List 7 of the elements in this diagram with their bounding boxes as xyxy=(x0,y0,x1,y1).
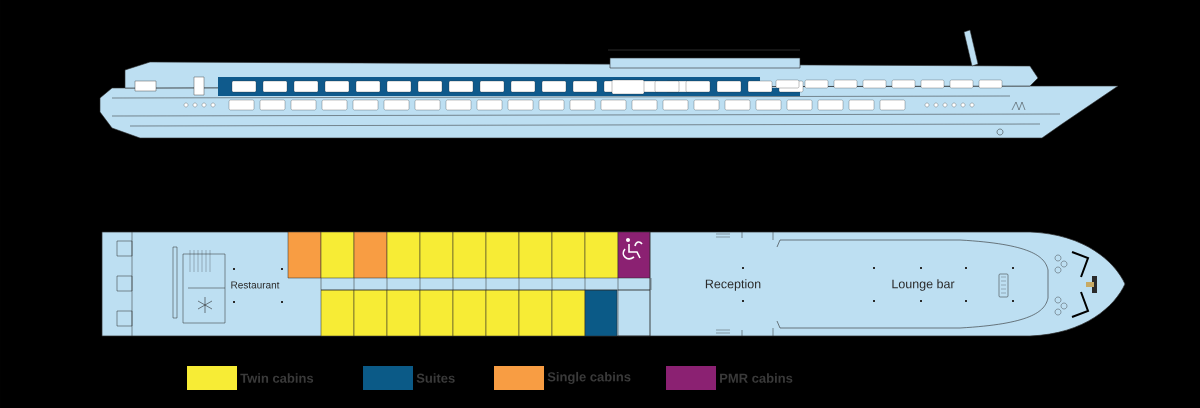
legend-text: Single cabins xyxy=(547,371,631,385)
legend-text: Suites xyxy=(416,373,455,383)
legend-text: PMR cabins xyxy=(720,373,793,383)
room-label: Lounge bar xyxy=(892,279,955,291)
room-label: Restaurant xyxy=(231,281,280,289)
legend-text: Twin cabins xyxy=(240,373,314,383)
room-label: Reception xyxy=(705,279,761,291)
